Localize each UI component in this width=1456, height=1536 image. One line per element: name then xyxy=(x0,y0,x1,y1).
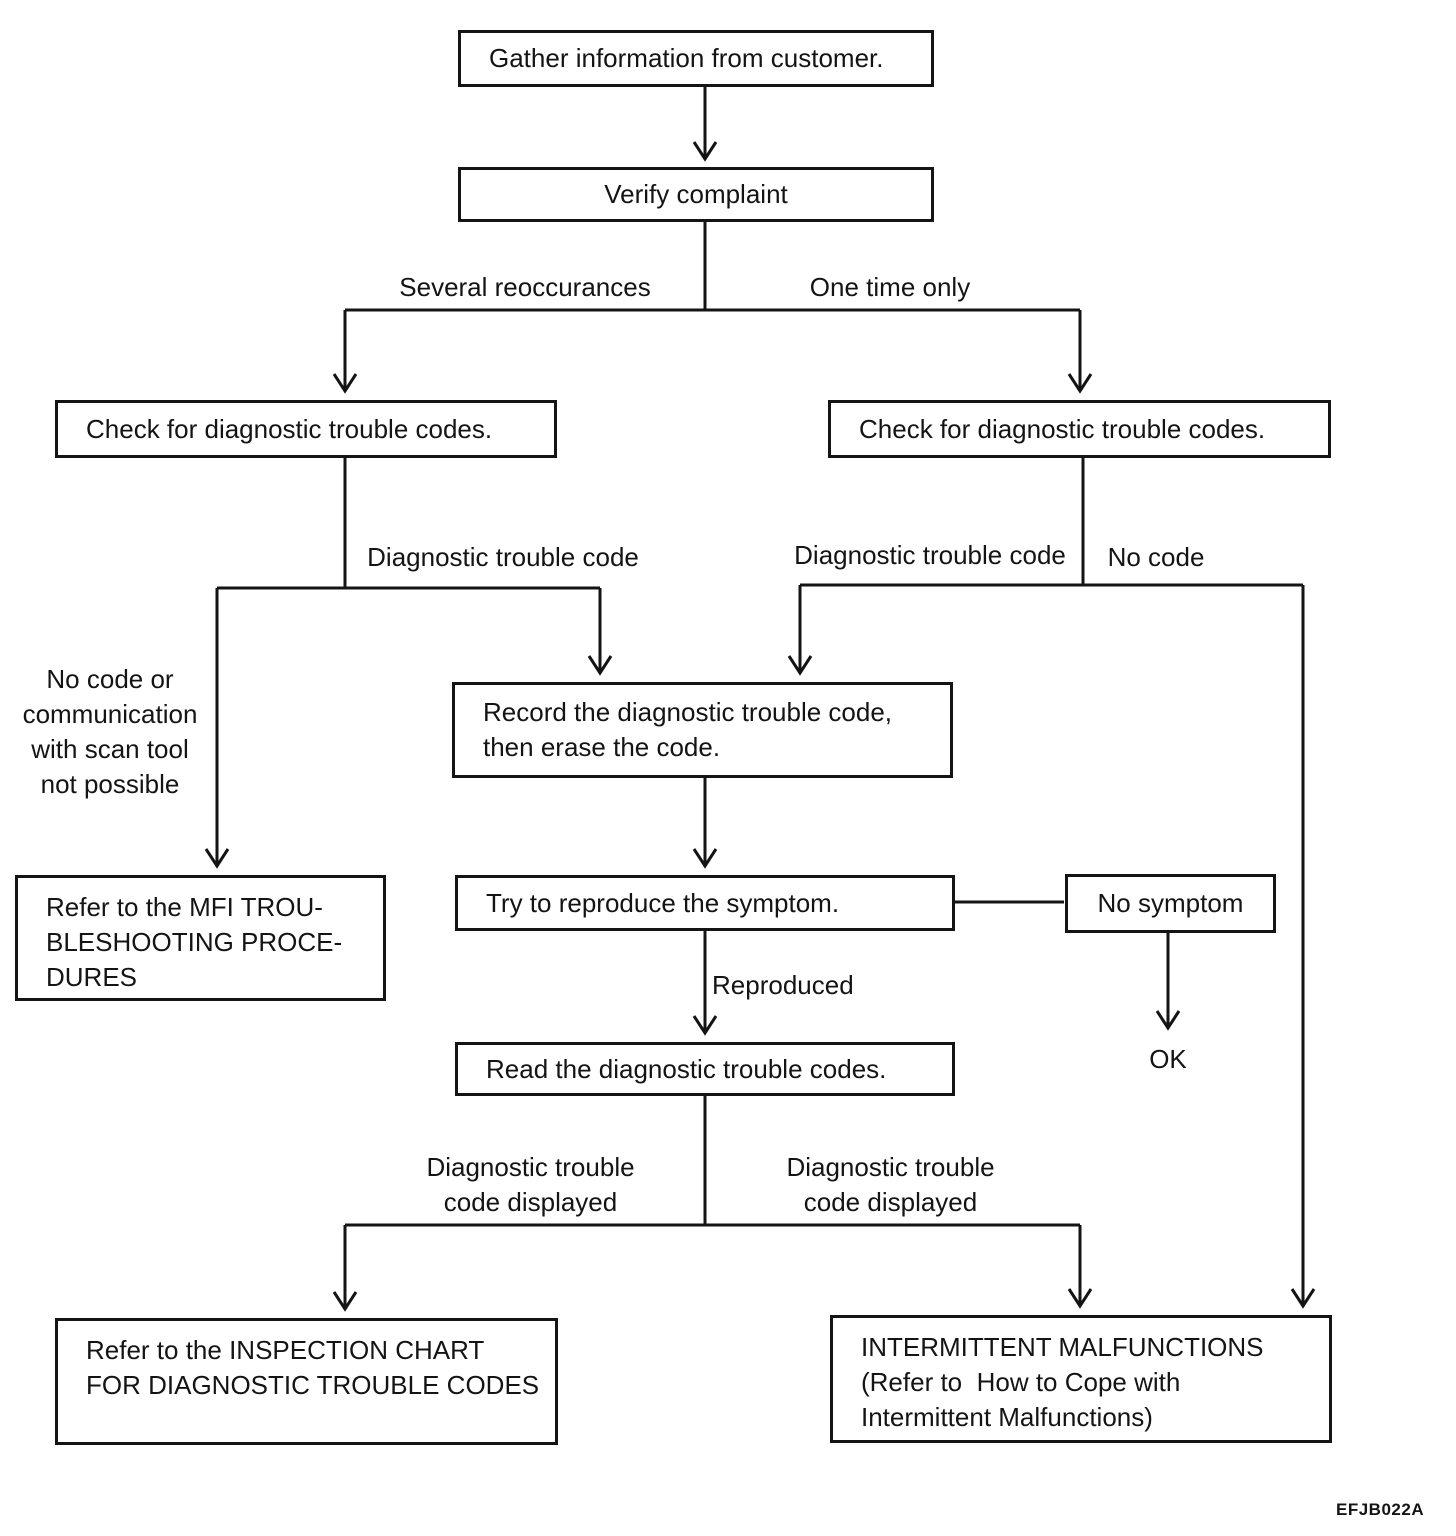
edge-label-no-code-communication: No code or communication with scan tool … xyxy=(22,664,198,799)
node-check-codes-right: Check for diagnostic trouble codes. xyxy=(828,400,1331,458)
edge-label-ok: OK xyxy=(1149,1044,1187,1074)
edge-label-dtc-right: Diagnostic trouble code xyxy=(794,540,1066,570)
edge-label-reproduced: Reproduced xyxy=(712,970,854,1000)
node-verify-complaint: Verify complaint xyxy=(458,167,934,222)
node-inspection-chart: Refer to the INSPECTION CHART FOR DIAGNO… xyxy=(55,1318,558,1445)
figure-code: EFJB022A xyxy=(1336,1500,1425,1519)
node-mfi-troubleshooting: Refer to the MFI TROU- BLESHOOTING PROCE… xyxy=(15,875,386,1001)
edge-label-dtc-displayed-right: Diagnostic trouble code displayed xyxy=(786,1152,995,1217)
node-gather-information: Gather information from customer. xyxy=(458,30,934,87)
node-try-reproduce: Try to reproduce the symptom. xyxy=(455,875,955,931)
edge-label-dtc-displayed-left: Diagnostic trouble code displayed xyxy=(426,1152,635,1217)
node-read-codes: Read the diagnostic trouble codes. xyxy=(455,1042,955,1096)
edge-label-several-reoccurances: Several reoccurances xyxy=(399,272,651,302)
edge-label-one-time-only: One time only xyxy=(809,272,971,302)
node-record-erase-code: Record the diagnostic trouble code, then… xyxy=(452,682,953,778)
node-intermittent-malfunctions: INTERMITTENT MALFUNCTIONS (Refer to How … xyxy=(830,1315,1332,1443)
node-no-symptom: No symptom xyxy=(1065,874,1276,933)
edge-label-no-code: No code xyxy=(1107,542,1205,572)
node-check-codes-left: Check for diagnostic trouble codes. xyxy=(55,400,557,458)
edge-label-dtc-left: Diagnostic trouble code xyxy=(367,542,639,572)
